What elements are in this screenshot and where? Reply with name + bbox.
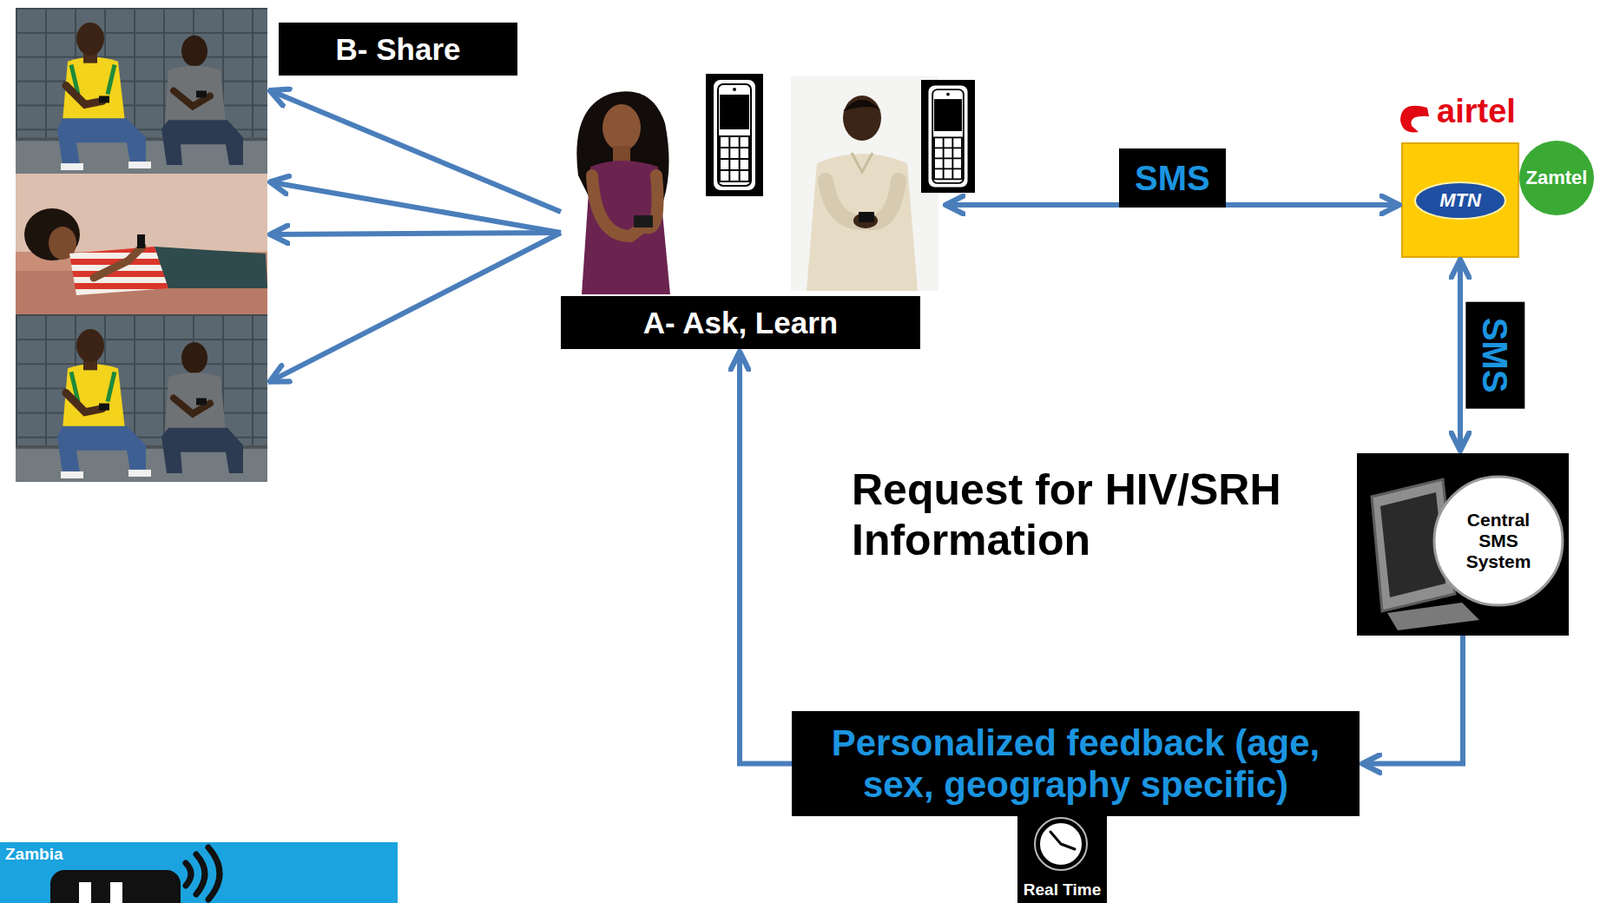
- airtel-logo: [1400, 105, 1429, 133]
- share-label: B- Share: [278, 22, 518, 76]
- server-box: [1387, 602, 1480, 631]
- man-photo: [842, 99, 882, 112]
- woman-photo: [633, 215, 653, 228]
- man-photo: [851, 152, 873, 172]
- mtn-logo: [1415, 182, 1506, 219]
- ureport-logo: [196, 854, 205, 895]
- woman-photo: [15, 173, 268, 315]
- man-photo: [858, 211, 875, 223]
- server-box: [1356, 453, 1569, 636]
- mtn-logo: [1402, 143, 1519, 257]
- woman-photo: [154, 246, 268, 289]
- operator-name: Zamtel: [1526, 167, 1588, 189]
- woman-photo: [15, 173, 268, 315]
- woman-photo: [24, 208, 80, 261]
- man-photo: [790, 76, 939, 291]
- man-photo: [842, 95, 882, 141]
- woman-photo: [93, 246, 143, 278]
- edge-label: SMS: [1119, 148, 1226, 208]
- ureport-logo: [50, 869, 181, 903]
- man-photo: [790, 76, 939, 291]
- clock-icon: [1017, 816, 1107, 903]
- server-box: [1434, 476, 1563, 606]
- ureport-logo: [0, 842, 398, 903]
- woman-photo: [69, 246, 169, 296]
- feedback-box: Personalized feedback (age, sex, geograp…: [791, 711, 1360, 817]
- clock-box: Real Time: [1017, 816, 1107, 903]
- photo-group: B- Share: [15, 7, 268, 482]
- mtn-logo: [1402, 143, 1519, 257]
- connector-arrow: [1457, 260, 1463, 450]
- woman-photo: [612, 145, 631, 164]
- operator-logo: Zamtel: [1519, 140, 1594, 216]
- server-box: Central SMS System: [1356, 453, 1569, 636]
- ask-label: A- Ask, Learn: [560, 296, 921, 349]
- connector-arrow: [270, 232, 561, 235]
- operator-logo: MTN: [1402, 143, 1519, 257]
- phone-icon: [705, 73, 764, 197]
- friends-photo: [15, 7, 268, 174]
- phone-icon: [921, 79, 975, 193]
- connector-arrow: [1362, 635, 1463, 764]
- annotation-text: Request for HIV/SRH Information: [851, 465, 1338, 566]
- person-group: A- Ask, Learn: [560, 71, 943, 349]
- man-photo: [853, 212, 878, 229]
- clock-label: Real Time: [1023, 880, 1101, 900]
- clock-icon: [1038, 821, 1084, 867]
- woman-photo: [602, 104, 641, 152]
- server-box: [1356, 453, 1569, 636]
- friends-photo: [15, 7, 268, 174]
- connector-arrow: [270, 182, 561, 233]
- logo-text: Zambia: [5, 845, 64, 864]
- connector-arrow: [739, 352, 792, 764]
- ureport-logo: [85, 882, 117, 903]
- airtel-logo: [1400, 105, 1429, 133]
- edge-label: SMS: [1465, 302, 1525, 409]
- ureport-logo: [208, 847, 220, 900]
- woman-photo: [581, 160, 671, 295]
- ureport-logo: [185, 862, 191, 886]
- server-label: Central SMS System: [1447, 509, 1550, 573]
- clock-icon: [1017, 816, 1107, 903]
- operator-name: MTN: [1439, 190, 1482, 211]
- brand-name: airtel: [1436, 93, 1516, 131]
- feedback-text: Personalized feedback (age, sex, geograp…: [802, 722, 1350, 804]
- woman-photo: [137, 234, 145, 249]
- friends-photo: [15, 314, 268, 482]
- man-photo: [806, 153, 918, 291]
- connector-arrow: [270, 91, 561, 212]
- clock-icon: [1034, 817, 1087, 870]
- connector-arrow: [270, 232, 561, 382]
- friends-photo: [15, 314, 268, 482]
- clock-icon: [1050, 831, 1075, 850]
